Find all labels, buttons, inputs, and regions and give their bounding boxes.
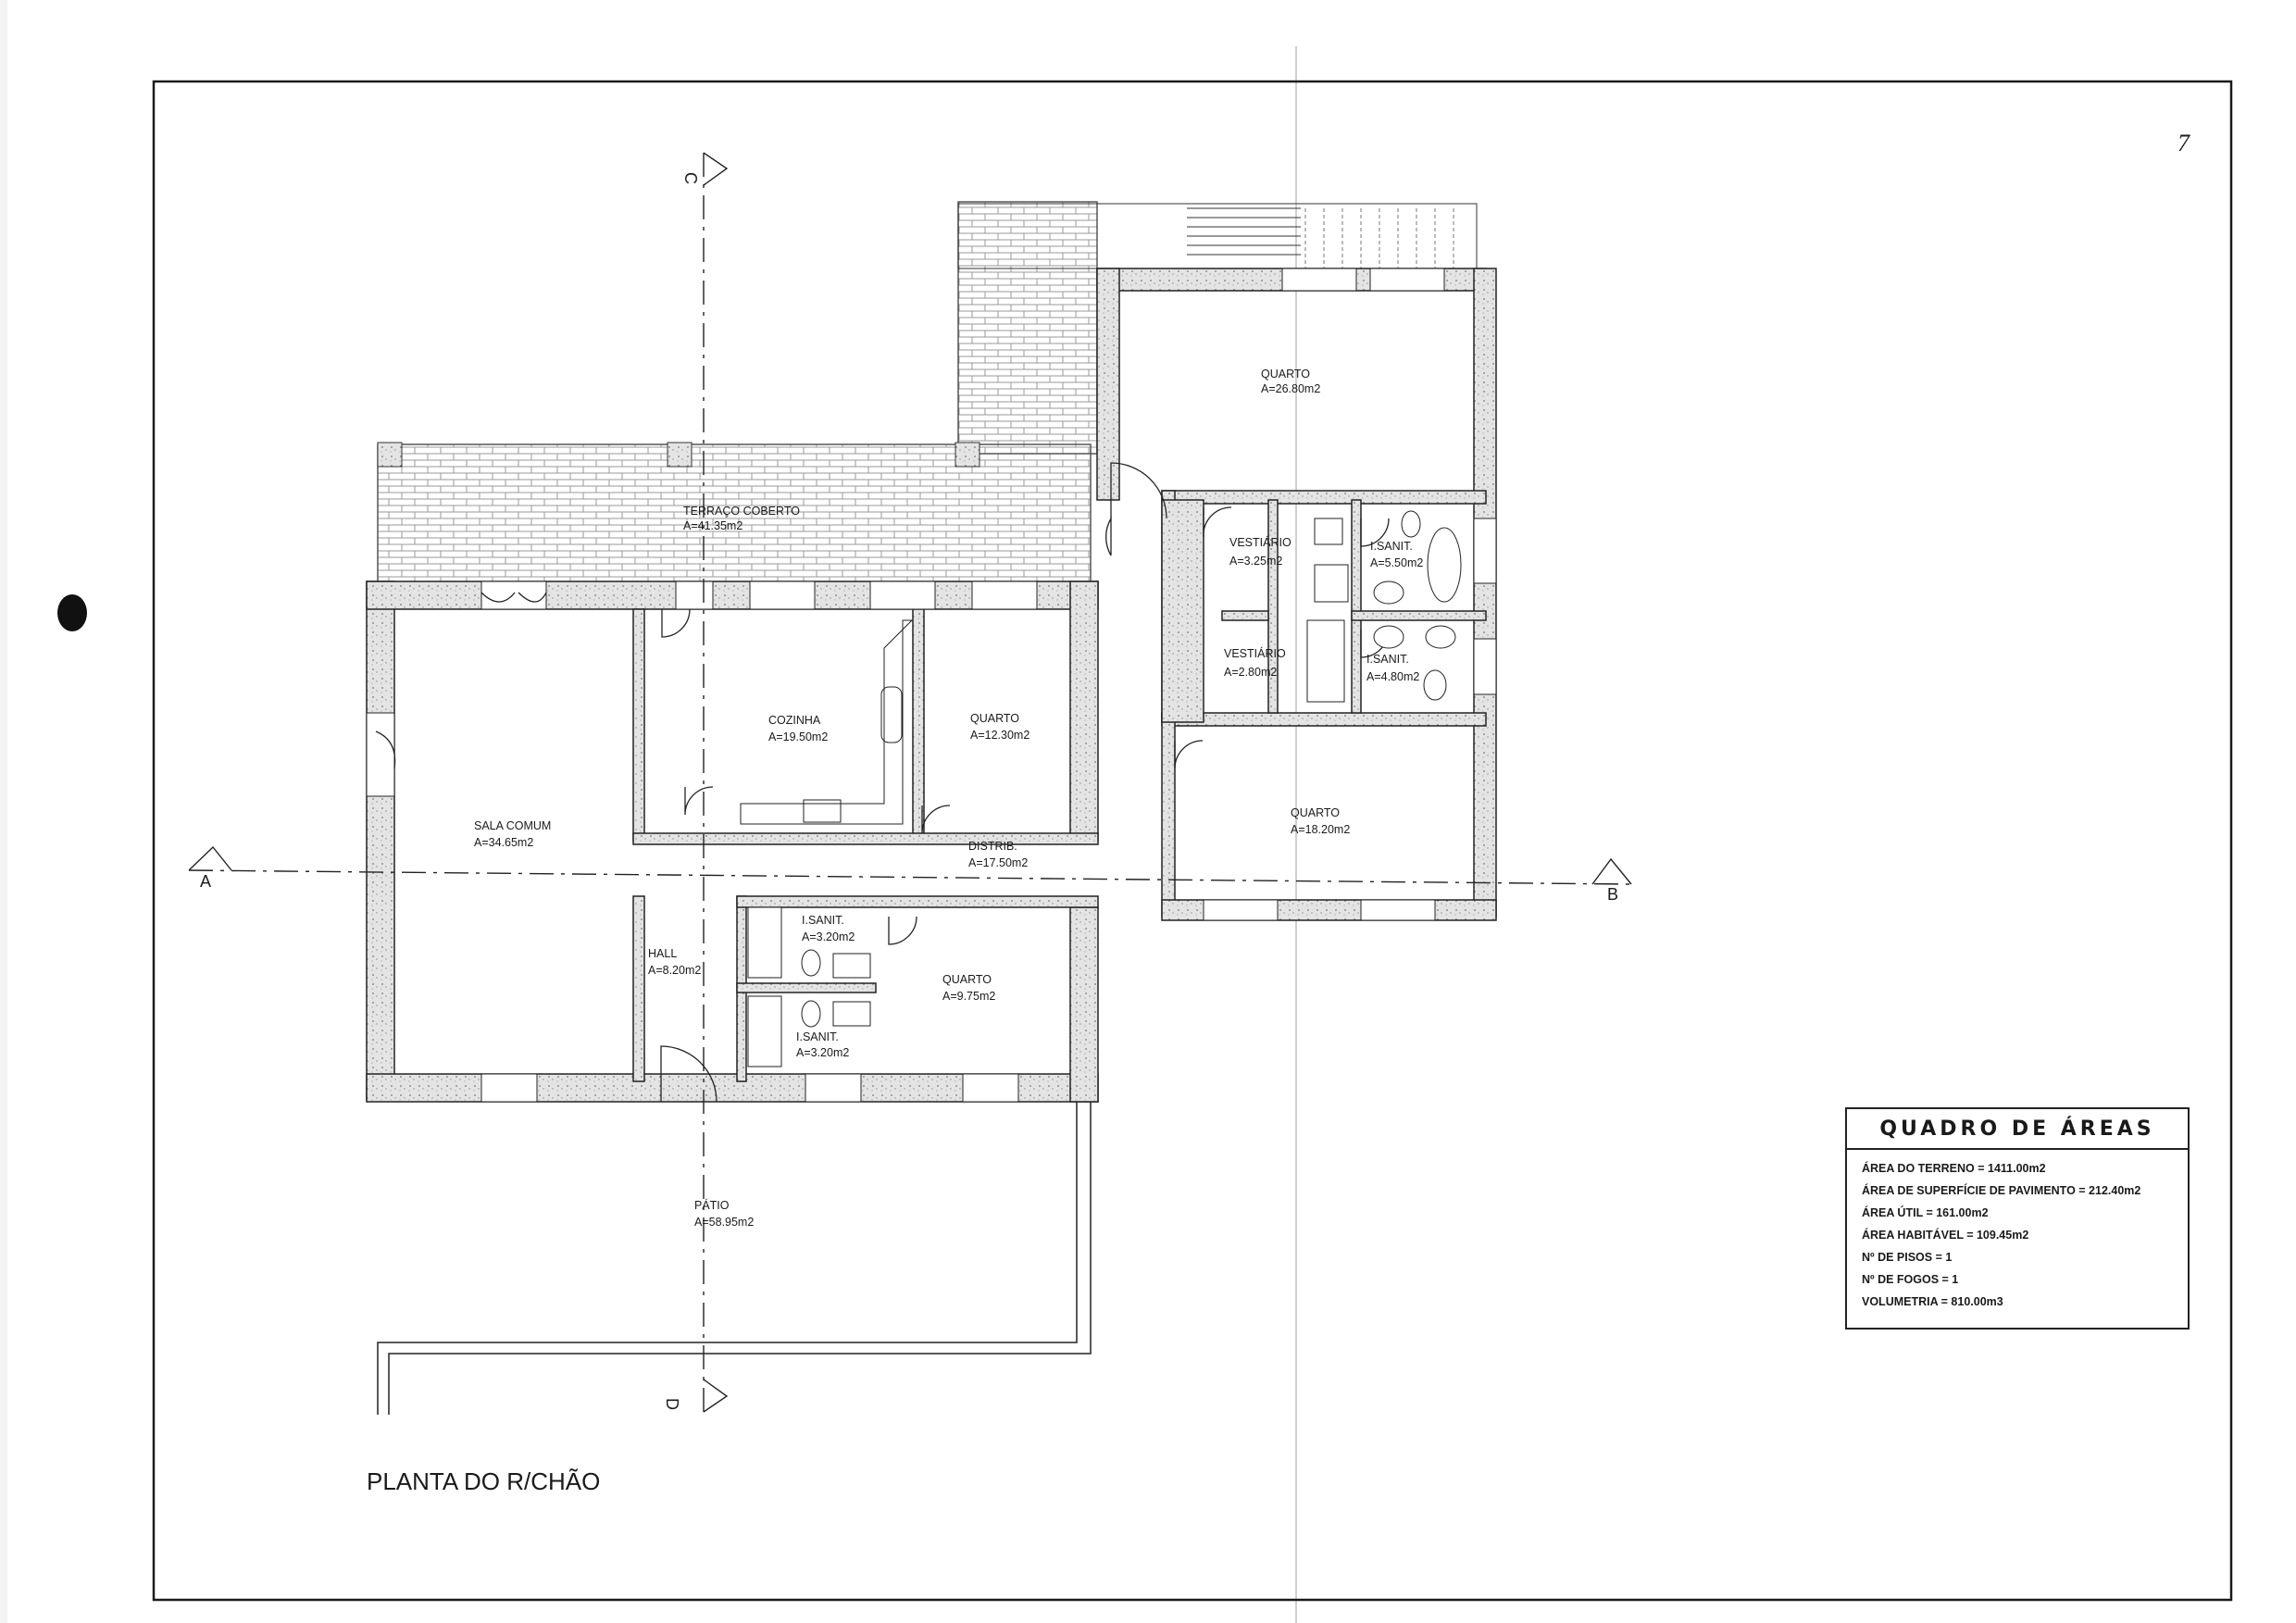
kitchen-counter [740,619,914,825]
area-row-volumetria: VOLUMETRIA = 810.00m3 [1862,1295,2003,1308]
patio-boundary [377,1102,1092,1415]
area-row-util: ÁREA ÚTIL = 161.00m2 [1862,1206,1989,1219]
room-area-terraco: A=41.35m2 [683,519,742,532]
area-row-habitavel: ÁREA HABITÁVEL = 109.45m2 [1862,1229,2029,1242]
room-name-isanit-1: I.SANIT. [1370,540,1413,553]
room-name-patio: PÁTIO [694,1198,730,1212]
room-name-sala: SALA COMUM [474,819,551,832]
room-area-quarto-right: A=18.20m2 [1291,823,1350,836]
room-name-quarto-top: QUARTO [1261,368,1310,381]
room-name-hall: HALL [648,947,677,960]
section-marker-a: A [200,872,211,891]
section-marker-d: D [663,1398,681,1410]
areas-table: QUADRO DE ÁREAS ÁREA DO TERRENO = 1411.0… [1845,1107,2190,1330]
room-name-isanit-4: I.SANIT. [796,1030,839,1043]
room-area-hall: A=8.20m2 [648,964,701,977]
room-name-vestiario-1: VESTIÁRIO [1229,535,1292,549]
room-area-isanit-1: A=5.50m2 [1370,556,1423,569]
room-area-vestiario-2: A=2.80m2 [1224,666,1277,679]
punch-hole [57,594,87,631]
room-area-quarto-mid: A=12.30m2 [970,729,1029,742]
room-area-isanit-4: A=3.20m2 [796,1046,849,1059]
area-row-fogos: Nº DE FOGOS = 1 [1862,1273,1959,1286]
room-area-distrib: A=17.50m2 [968,856,1028,869]
room-name-distrib: DISTRIB. [968,840,1017,853]
area-row-superficie: ÁREA DE SUPERFÍCIE DE PAVIMENTO = 212.40… [1862,1184,2141,1197]
room-name-quarto-mid: QUARTO [970,712,1019,725]
door-swings [375,462,1390,1103]
room-area-quarto-low: A=9.75m2 [942,990,995,1003]
room-name-vestiario-2: VESTIÁRIO [1224,646,1286,660]
room-name-isanit-2: I.SANIT. [1366,653,1409,666]
room-area-vestiario-1: A=3.25m2 [1229,555,1282,568]
section-lines [188,152,1632,1413]
room-area-isanit-3: A=3.20m2 [802,930,855,943]
room-area-quarto-top: A=26.80m2 [1261,382,1320,395]
section-marker-c: C [681,172,700,184]
room-name-terraco: TERRAÇO COBERTO [683,505,800,518]
areas-table-list: ÁREA DO TERRENO = 1411.00m2 ÁREA DE SUPE… [1847,1150,2188,1313]
windows [366,268,1497,1103]
room-labels: TERRAÇO COBERTO A=41.35m2 QUARTO A=26.80… [474,368,1423,1229]
room-area-sala: A=34.65m2 [474,836,533,849]
room-area-patio: A=58.95m2 [694,1216,754,1229]
sheet-border [152,80,2233,1602]
sheet-title: PLANTA DO R/CHÃO [367,1467,601,1495]
room-name-isanit-3: I.SANIT. [802,914,844,927]
area-row-pisos: Nº DE PISOS = 1 [1862,1251,1953,1264]
room-name-quarto-low: QUARTO [942,973,992,986]
area-row-terreno: ÁREA DO TERRENO = 1411.00m2 [1862,1162,2046,1175]
page-number: 7 [2177,130,2190,156]
scan-edge [0,0,7,1623]
section-marker-b: B [1607,885,1618,904]
room-name-cozinha: COZINHA [768,714,821,727]
room-area-isanit-2: A=4.80m2 [1366,670,1419,683]
room-name-quarto-right: QUARTO [1291,806,1340,819]
sanitary-fixtures [747,510,1462,1067]
room-area-cozinha: A=19.50m2 [768,730,828,743]
areas-table-title: QUADRO DE ÁREAS [1847,1109,2188,1150]
